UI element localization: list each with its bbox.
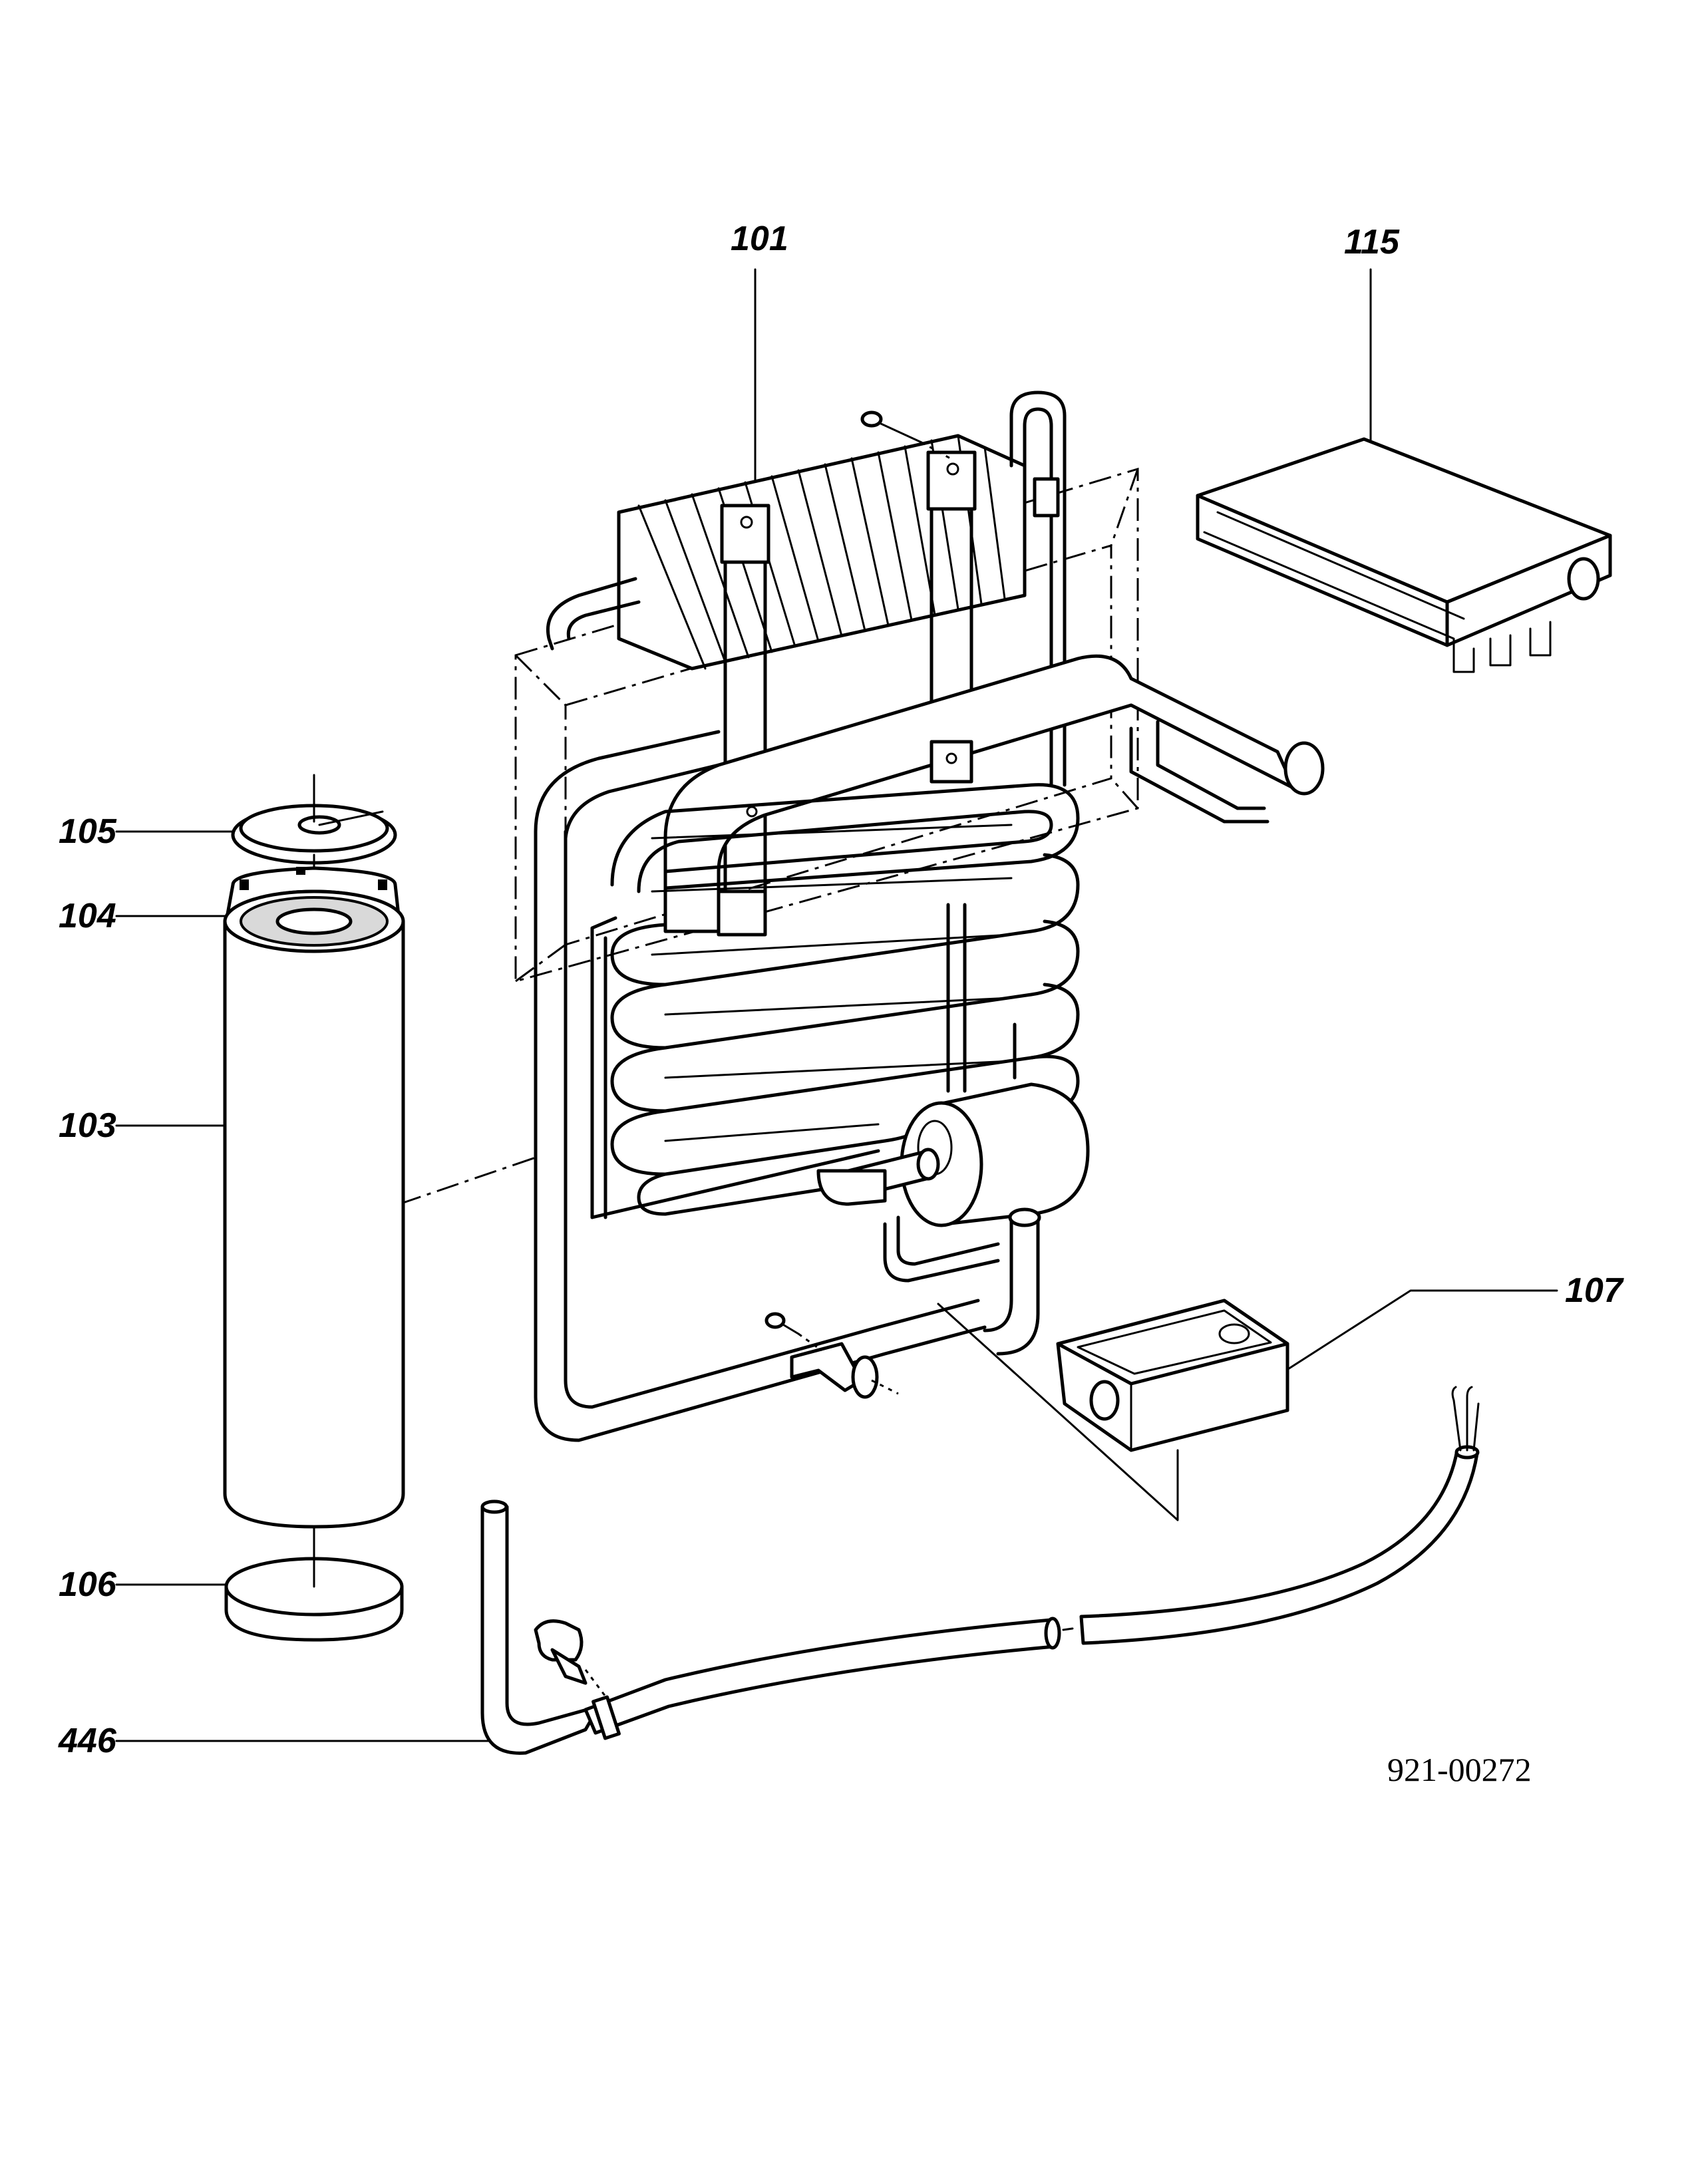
mounting-clip [764, 1312, 899, 1399]
label-103: 103 [59, 1106, 116, 1145]
part-107-housing [1056, 1299, 1289, 1452]
label-101: 101 [731, 220, 788, 258]
hose-clamp [534, 1619, 607, 1697]
part-105-cap [231, 774, 397, 865]
label-115: 115 [1344, 223, 1399, 261]
label-446: 446 [59, 1722, 116, 1760]
label-106: 106 [59, 1565, 116, 1604]
drawing-number: 921-00272 [1387, 1751, 1532, 1788]
label-105: 105 [59, 812, 116, 851]
part-115-tray [1196, 437, 1612, 673]
label-104: 104 [59, 897, 116, 935]
label-107: 107 [1565, 1271, 1623, 1310]
leader-lines [115, 268, 1558, 1742]
part-101-cooling-unit [399, 390, 1325, 1521]
part-106-disc [224, 1549, 404, 1642]
screw-top [860, 410, 952, 460]
part-103-burner-tube [223, 889, 405, 1551]
part-446-hose [480, 1386, 1480, 1755]
